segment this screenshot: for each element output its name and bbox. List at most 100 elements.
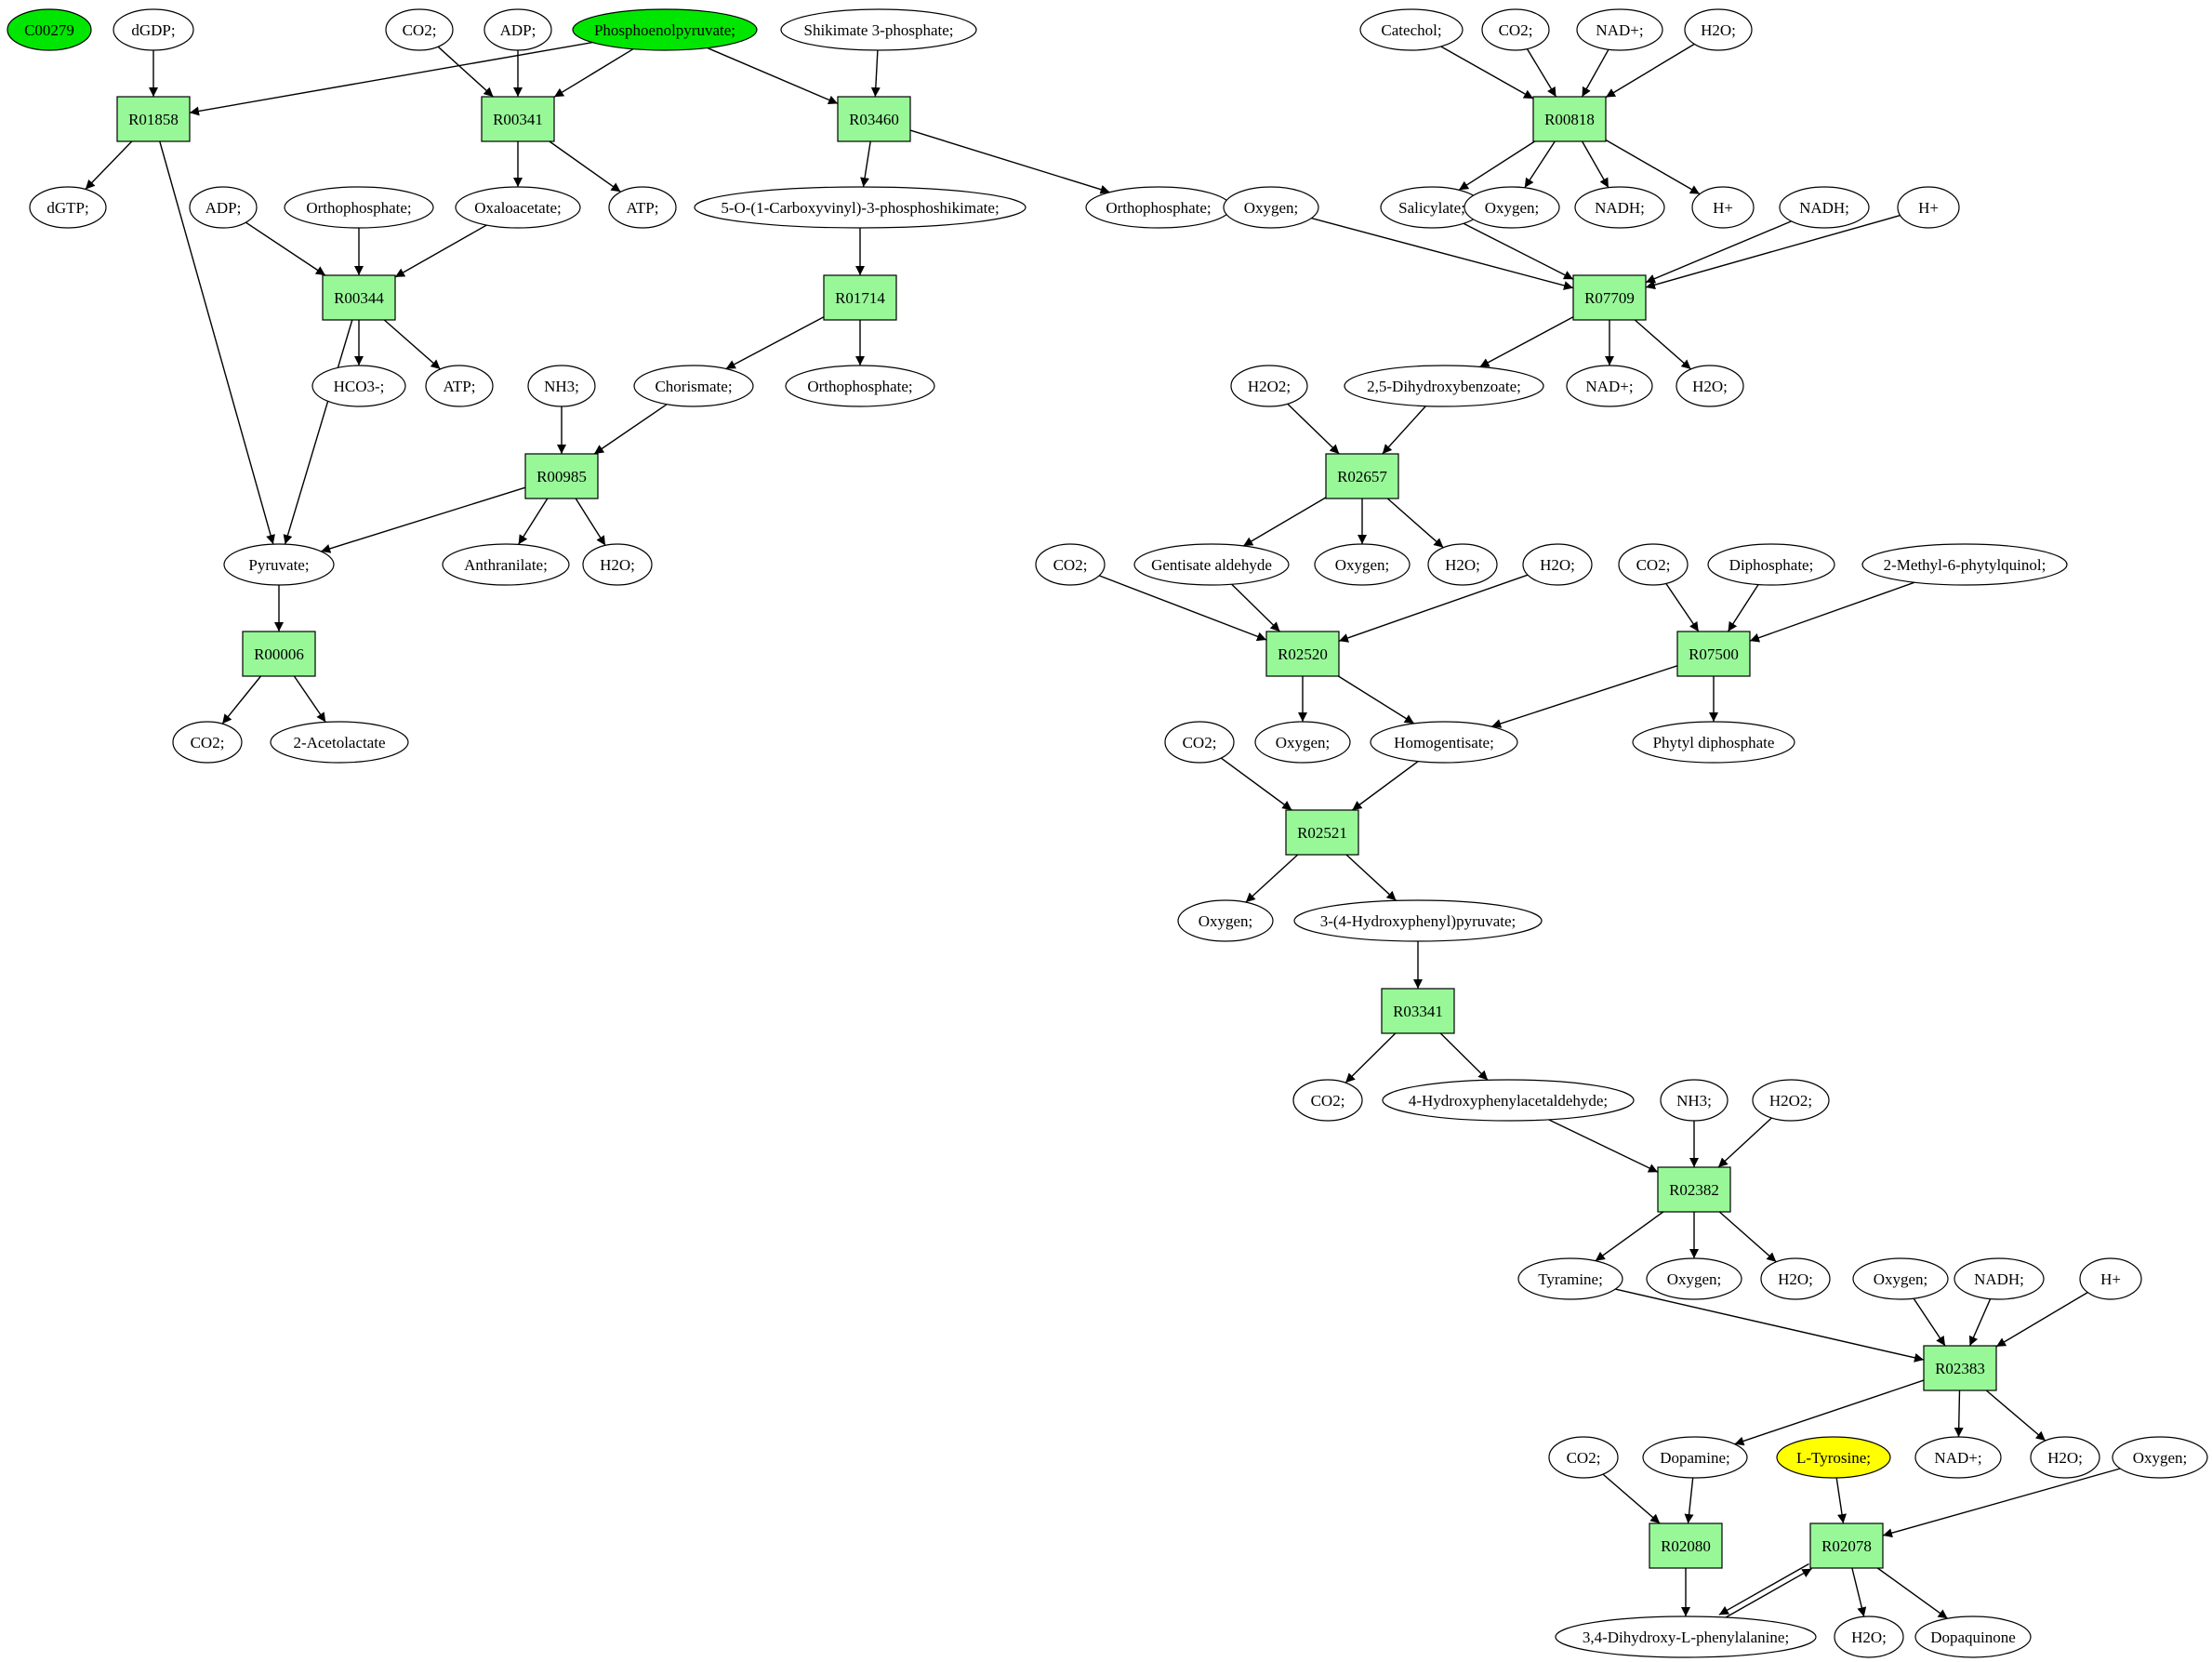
compound-oxy-b[interactable]: Oxygen;: [1464, 186, 1560, 229]
reaction-r00818[interactable]: R00818: [1532, 96, 1607, 142]
compound-ellipse[interactable]: [1897, 186, 1960, 229]
compound-acl[interactable]: 2-Acetolactate: [270, 721, 409, 764]
compound-nadh-c[interactable]: NADH;: [1954, 1257, 2045, 1300]
reaction-r02520[interactable]: R02520: [1265, 631, 1340, 677]
reaction-r02080[interactable]: R02080: [1649, 1522, 1723, 1569]
compound-ellipse[interactable]: [1359, 8, 1464, 51]
reaction-box[interactable]: [1809, 1522, 1884, 1569]
compound-pi-c[interactable]: Orthophosphate;: [785, 365, 935, 407]
compound-hga[interactable]: Homogentisate;: [1370, 721, 1518, 764]
compound-ellipse[interactable]: [311, 365, 406, 407]
compound-c00279[interactable]: C00279: [7, 8, 92, 51]
compound-ellipse[interactable]: [1642, 1436, 1748, 1479]
reaction-box[interactable]: [1572, 274, 1647, 321]
compound-ellipse[interactable]: [425, 365, 494, 407]
compound-ellipse[interactable]: [1566, 365, 1653, 407]
compound-ellipse[interactable]: [2079, 1257, 2142, 1300]
compound-h2o-h[interactable]: H2O;: [1834, 1615, 1904, 1658]
compound-adp-a[interactable]: ADP;: [483, 8, 552, 51]
compound-ellipse[interactable]: [633, 365, 754, 407]
compound-oxy-e[interactable]: Oxygen;: [1177, 899, 1274, 942]
compound-gald[interactable]: Gentisate aldehyde: [1133, 543, 1290, 586]
compound-ellipse[interactable]: [1293, 899, 1543, 942]
compound-nh3-b[interactable]: NH3;: [1660, 1079, 1729, 1122]
compound-ellipse[interactable]: [1632, 721, 1795, 764]
reaction-r02382[interactable]: R02382: [1657, 1166, 1731, 1213]
compound-atp-b[interactable]: ATP;: [425, 365, 494, 407]
compound-dopa[interactable]: Dopamine;: [1642, 1436, 1748, 1479]
compound-ellipse[interactable]: [1548, 1436, 1619, 1479]
compound-ellipse[interactable]: [1177, 899, 1274, 942]
compound-ellipse[interactable]: [483, 8, 552, 51]
reaction-box[interactable]: [837, 96, 911, 142]
compound-ellipse[interactable]: [1427, 543, 1498, 586]
reaction-r01714[interactable]: R01714: [823, 274, 897, 321]
compound-oxy-h[interactable]: Oxygen;: [2112, 1436, 2208, 1479]
compound-dhb[interactable]: 2,5-Dihydroxybenzoate;: [1344, 365, 1544, 407]
compound-ellipse[interactable]: [1646, 1257, 1742, 1300]
reaction-box[interactable]: [1532, 96, 1607, 142]
compound-pep[interactable]: Phosphoenolpyruvate;: [572, 8, 758, 51]
compound-oxy-f[interactable]: Oxygen;: [1646, 1257, 1742, 1300]
compound-ellipse[interactable]: [1382, 1079, 1635, 1122]
compound-nadp-a[interactable]: NAD+;: [1576, 8, 1663, 51]
reaction-r01858[interactable]: R01858: [116, 96, 191, 142]
compound-ellipse[interactable]: [2112, 1436, 2208, 1479]
reaction-r03460[interactable]: R03460: [837, 96, 911, 142]
compound-h2o-f[interactable]: H2O;: [1760, 1257, 1831, 1300]
compound-ellipse[interactable]: [1914, 1436, 2002, 1479]
compound-ltyr[interactable]: L-Tyrosine;: [1776, 1436, 1891, 1479]
compound-ellipse[interactable]: [608, 186, 677, 229]
compound-nh3-a[interactable]: NH3;: [527, 365, 596, 407]
compound-ellipse[interactable]: [1314, 543, 1411, 586]
reaction-box[interactable]: [524, 453, 599, 499]
compound-ellipse[interactable]: [1292, 1079, 1363, 1122]
compound-ellipse[interactable]: [1574, 186, 1665, 229]
compound-ellipse[interactable]: [1133, 543, 1290, 586]
compound-adp-b[interactable]: ADP;: [189, 186, 258, 229]
compound-h2o-a[interactable]: H2O;: [582, 543, 653, 586]
compound-ellipse[interactable]: [1344, 365, 1544, 407]
compound-ellipse[interactable]: [785, 365, 935, 407]
compound-phdp[interactable]: Phytyl diphosphate: [1632, 721, 1795, 764]
compound-nadp-b[interactable]: NAD+;: [1566, 365, 1653, 407]
compound-h2o2-a[interactable]: H2O2;: [1230, 365, 1308, 407]
compound-ellipse[interactable]: [1522, 543, 1593, 586]
compound-nadh-a[interactable]: NADH;: [1574, 186, 1665, 229]
reaction-box[interactable]: [1325, 453, 1399, 499]
reaction-box[interactable]: [1923, 1345, 1997, 1391]
reaction-box[interactable]: [1381, 988, 1455, 1034]
compound-co2-h[interactable]: CO2;: [1548, 1436, 1619, 1479]
reaction-box[interactable]: [1649, 1522, 1723, 1569]
compound-hp-a[interactable]: H+: [1691, 186, 1755, 229]
reaction-box[interactable]: [481, 96, 555, 142]
reaction-r00344[interactable]: R00344: [322, 274, 396, 321]
compound-ellipse[interactable]: [1707, 543, 1835, 586]
compound-nadp-c[interactable]: NAD+;: [1914, 1436, 2002, 1479]
compound-oxy-a[interactable]: Oxygen;: [1223, 186, 1319, 229]
compound-ellipse[interactable]: [442, 543, 570, 586]
compound-cat[interactable]: Catechol;: [1359, 8, 1464, 51]
reaction-box[interactable]: [1676, 631, 1751, 677]
compound-ellipse[interactable]: [1760, 1257, 1831, 1300]
compound-ellipse[interactable]: [1914, 1615, 2032, 1658]
compound-atp-a[interactable]: ATP;: [608, 186, 677, 229]
compound-co2-e[interactable]: CO2;: [1618, 543, 1689, 586]
compound-ellipse[interactable]: [270, 721, 409, 764]
compound-ellipse[interactable]: [1481, 8, 1550, 51]
compound-hp-b[interactable]: H+: [1897, 186, 1960, 229]
reaction-r07709[interactable]: R07709: [1572, 274, 1647, 321]
compound-co2-g[interactable]: CO2;: [1292, 1079, 1363, 1122]
compound-ellipse[interactable]: [1691, 186, 1755, 229]
compound-ellipse[interactable]: [1618, 543, 1689, 586]
compound-ellipse[interactable]: [1752, 1079, 1830, 1122]
compound-s3p[interactable]: Shikimate 3-phosphate;: [780, 8, 977, 51]
reaction-r02078[interactable]: R02078: [1809, 1522, 1884, 1569]
compound-ellipse[interactable]: [284, 186, 434, 229]
compound-ellipse[interactable]: [1555, 1615, 1817, 1658]
reaction-box[interactable]: [823, 274, 897, 321]
reaction-box[interactable]: [242, 631, 316, 677]
compound-ellipse[interactable]: [1852, 1257, 1949, 1300]
compound-ellipse[interactable]: [582, 543, 653, 586]
reaction-r03341[interactable]: R03341: [1381, 988, 1455, 1034]
